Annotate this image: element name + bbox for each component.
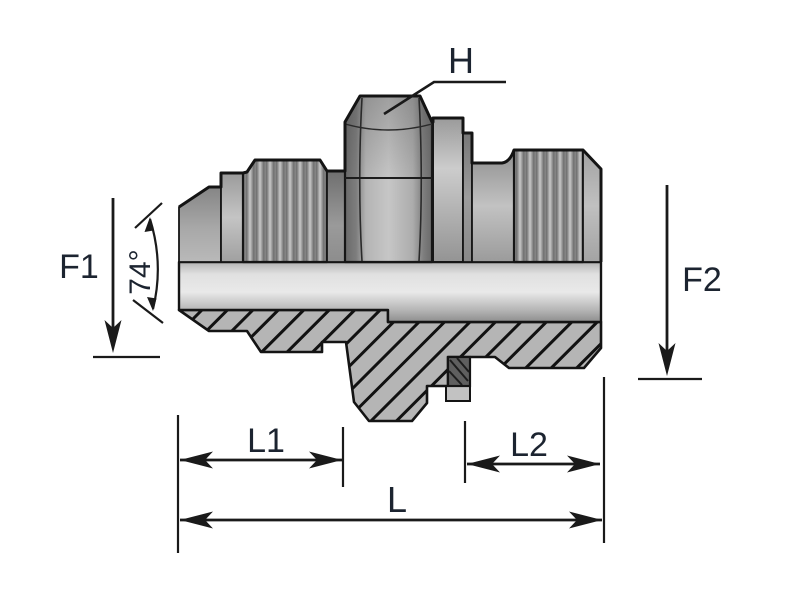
- right-thread: [512, 148, 585, 264]
- angle-74: [132, 202, 164, 324]
- collar: [432, 117, 464, 263]
- label-l1: L1: [247, 422, 285, 460]
- arrow-left-l2: [467, 455, 500, 473]
- body-outline: [178, 94, 603, 262]
- seal: [446, 355, 472, 388]
- section-hatch: [177, 308, 603, 423]
- hex-face-line-right: [418, 97, 423, 262]
- dim-f1: [93, 198, 160, 359]
- left-thread: [241, 158, 329, 264]
- dim-l: [180, 511, 602, 529]
- arrow-right-l: [569, 511, 602, 529]
- label-l2: L2: [510, 426, 548, 464]
- label-angle: 74°: [124, 249, 157, 294]
- arrow-left-l: [180, 511, 213, 529]
- arrow-down-f1: [104, 320, 122, 353]
- label-f1: F1: [59, 248, 99, 286]
- label-f2: F2: [682, 261, 722, 299]
- dim-f2: [638, 185, 702, 381]
- label-h: H: [448, 40, 474, 81]
- hex-chamfer-arc: [344, 123, 433, 131]
- arrow-arc-bottom: [147, 297, 157, 311]
- hex-face-line-left: [358, 97, 363, 262]
- thread-undercut: [326, 170, 346, 263]
- arrow-right-l1: [309, 451, 342, 469]
- fitting-top-profile: [178, 94, 603, 264]
- cone-land: [220, 172, 244, 263]
- shoulder: [471, 149, 515, 263]
- label-l: L: [387, 479, 407, 520]
- dim-l1: [176, 415, 345, 553]
- arrow-right-l2: [567, 455, 600, 473]
- seal-retainer-lip: [445, 385, 471, 402]
- arrow-arc-top: [144, 217, 154, 232]
- arrow-left-l1: [180, 451, 213, 469]
- leader-h: [383, 80, 506, 116]
- arrow-down-f2: [658, 343, 676, 376]
- hex-chamfer-shade: [345, 96, 432, 178]
- dim-l2: [463, 377, 606, 543]
